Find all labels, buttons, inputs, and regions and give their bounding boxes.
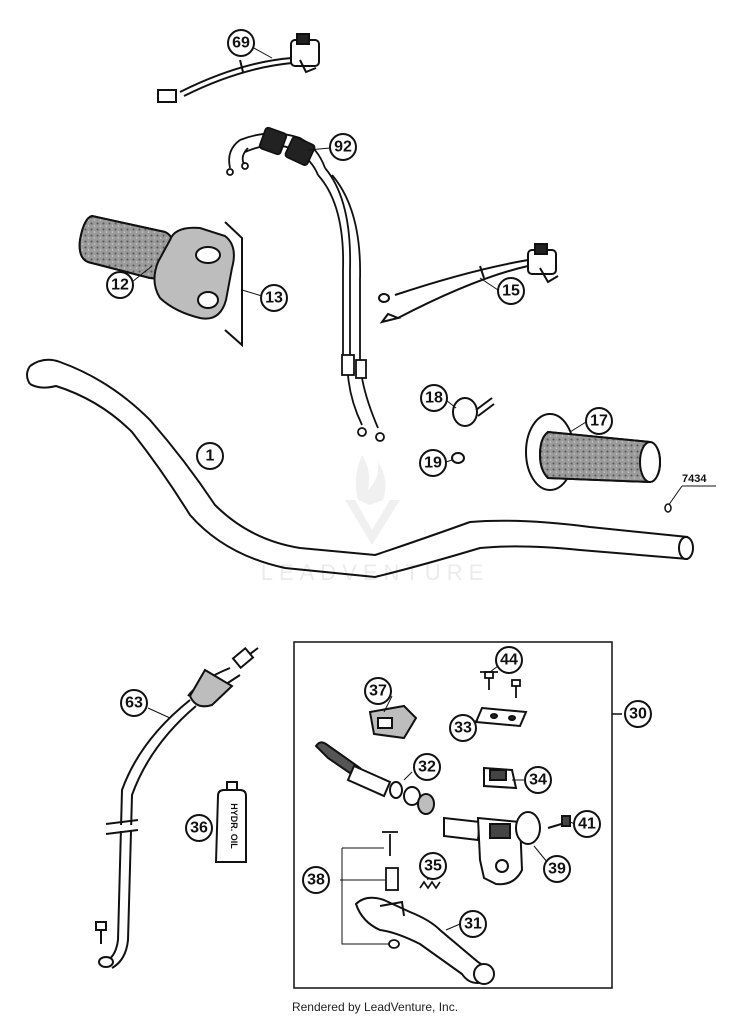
part-33-reservoir-cover: [474, 706, 528, 728]
callout-17[interactable]: 17: [585, 407, 613, 435]
callout-36[interactable]: 36: [185, 814, 213, 842]
callout-13[interactable]: 13: [260, 284, 288, 312]
callout-34[interactable]: 34: [524, 766, 552, 794]
svg-text:13: 13: [265, 290, 283, 307]
svg-text:41: 41: [578, 816, 596, 833]
part-17-grip: [525, 413, 662, 491]
svg-text:38: 38: [307, 872, 325, 889]
part-18-cable-tie: [452, 397, 495, 427]
part-34-clamp: [483, 766, 518, 790]
watermark-logo: LEADVENTURE: [261, 455, 490, 585]
svg-text:1: 1: [206, 448, 215, 465]
svg-text:35: 35: [424, 858, 442, 875]
part-44-screws: [480, 671, 521, 698]
callout-41[interactable]: 41: [573, 810, 601, 838]
svg-text:30: 30: [629, 706, 647, 723]
callout-92[interactable]: 92: [329, 133, 357, 161]
callout-39[interactable]: 39: [543, 855, 571, 883]
svg-text:17: 17: [590, 413, 608, 430]
part-19-nut: [451, 452, 465, 464]
callouts: 69 92 12 13 15 18 17 1 19 63 44 37 30 33…: [106, 29, 652, 938]
part-92-throttle-cables: [226, 126, 385, 442]
part-38-pivot-bolt-set: [340, 831, 400, 949]
master-cylinder-kit-box: [293, 641, 622, 989]
callout-18[interactable]: 18: [420, 384, 448, 412]
svg-text:19: 19: [424, 455, 442, 472]
svg-text:18: 18: [425, 390, 443, 407]
footer-credit: Rendered by LeadVenture, Inc.: [291, 1000, 459, 1014]
part-37-diaphragm: [368, 704, 418, 740]
svg-text:15: 15: [502, 283, 520, 300]
part-13-throttle-housing: [153, 221, 243, 348]
part-15-kill-switch: [378, 243, 559, 324]
svg-text:69: 69: [232, 35, 250, 52]
part-36-hydraulic-oil-bottle: HYDR. OIL: [214, 781, 247, 863]
leader-lines: [131, 47, 587, 931]
part-41-screw: [547, 815, 571, 829]
callout-30[interactable]: 30: [624, 700, 652, 728]
part-69-switch: [157, 33, 320, 103]
svg-text:36: 36: [190, 820, 208, 837]
svg-text:31: 31: [464, 916, 482, 933]
callout-69[interactable]: 69: [227, 29, 255, 57]
svg-text:32: 32: [418, 759, 436, 776]
part-39-master-cylinder-body: [443, 811, 541, 886]
svg-text:44: 44: [500, 652, 518, 669]
part-31-lever: [354, 896, 495, 985]
callout-33[interactable]: 33: [449, 714, 477, 742]
watermark-text: LEADVENTURE: [261, 560, 490, 585]
callout-63[interactable]: 63: [120, 689, 148, 717]
svg-text:33: 33: [454, 720, 472, 737]
part-32-piston-kit: [314, 741, 435, 815]
callout-37[interactable]: 37: [364, 677, 392, 705]
svg-text:92: 92: [334, 139, 352, 156]
svg-text:12: 12: [111, 277, 129, 294]
callout-44[interactable]: 44: [495, 646, 523, 674]
bottle-label: HYDR. OIL: [229, 803, 239, 849]
callout-35[interactable]: 35: [419, 852, 447, 880]
callout-19[interactable]: 19: [419, 449, 447, 477]
svg-text:34: 34: [529, 772, 547, 789]
svg-text:37: 37: [369, 683, 387, 700]
callout-32[interactable]: 32: [413, 753, 441, 781]
reference-7434: 7434: [664, 473, 716, 513]
callout-15[interactable]: 15: [497, 277, 525, 305]
part-1-handlebar: [26, 358, 694, 579]
svg-text:39: 39: [548, 861, 566, 878]
part-35-spring: [419, 880, 441, 890]
part-63-clutch-line: [95, 646, 259, 969]
callout-38[interactable]: 38: [302, 866, 330, 894]
callout-31[interactable]: 31: [459, 910, 487, 938]
callout-1[interactable]: 1: [196, 442, 224, 470]
reference-label: 7434: [682, 473, 707, 485]
svg-text:63: 63: [125, 695, 143, 712]
callout-12[interactable]: 12: [106, 271, 134, 299]
